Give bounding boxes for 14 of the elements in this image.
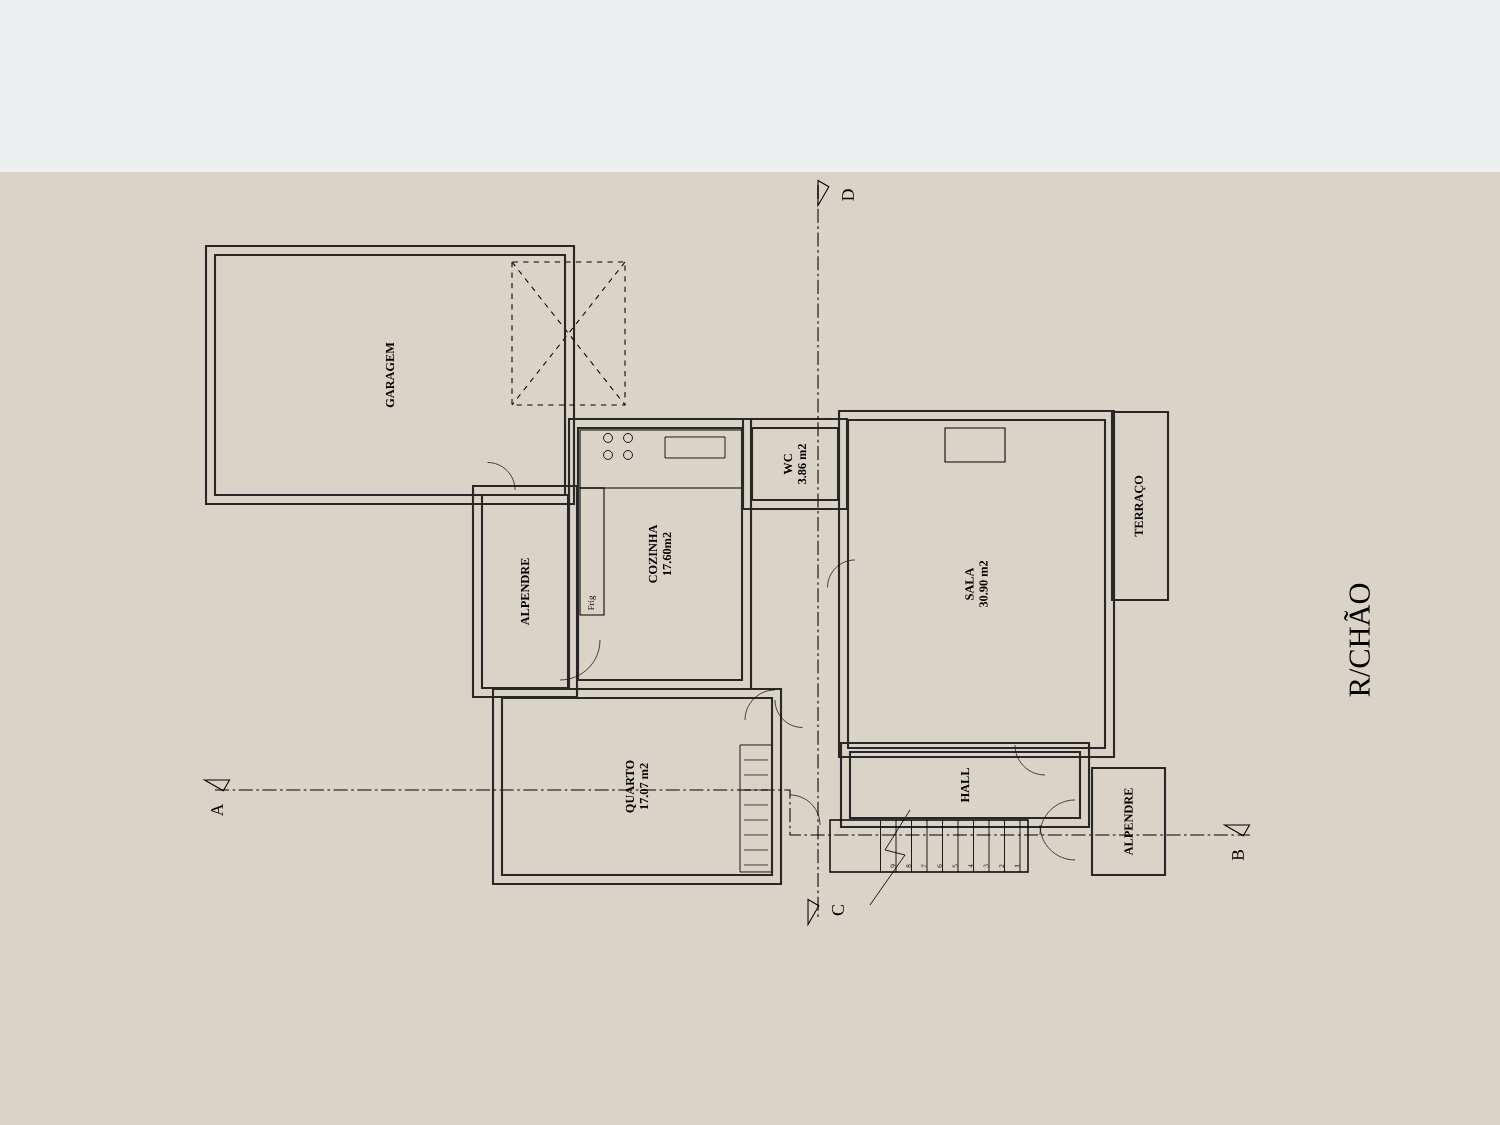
room: ALPENDRE [1090, 766, 1167, 877]
section-marker: C [832, 905, 844, 916]
room: WC 3.86 m2 [750, 426, 840, 502]
room: ALPENDRE [480, 493, 570, 690]
room: GARAGEM [213, 253, 567, 497]
appliance-label: Frig [588, 595, 596, 611]
section-marker: D [842, 189, 854, 201]
room: HALL [848, 750, 1082, 820]
room: SALA 30.90 m2 [846, 418, 1107, 750]
plan-title: R/CHÃO [1344, 583, 1370, 697]
section-marker: B [1232, 850, 1244, 861]
room: QUARTO 17.07 m2 [500, 696, 774, 877]
section-marker: A [211, 803, 223, 817]
room: TERRAÇO [1110, 410, 1170, 602]
